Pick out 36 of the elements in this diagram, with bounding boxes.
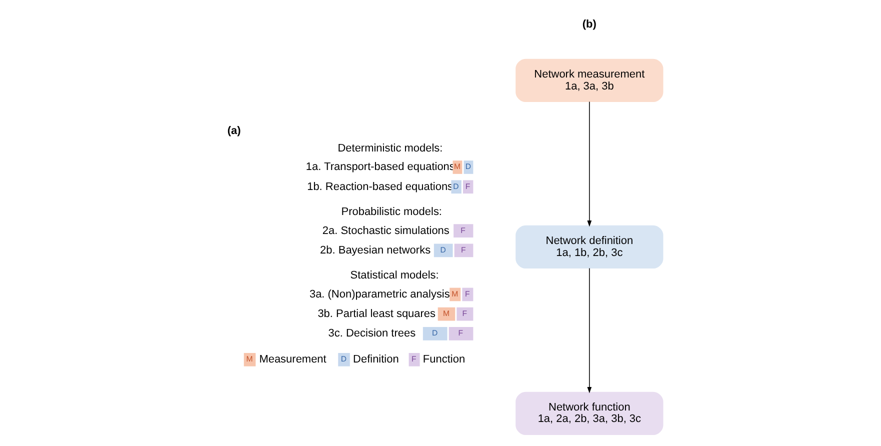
label: D	[340, 354, 346, 364]
label: M	[246, 354, 252, 364]
label: (a)	[226, 125, 240, 138]
node-box: Network function 1a, 2a, 2b, 3a, 3b, 3c	[515, 392, 663, 436]
label: D	[440, 245, 446, 254]
label: F	[462, 309, 466, 318]
label: 3b. Partial least squares	[317, 308, 436, 320]
arrow	[586, 101, 592, 227]
label: 1a. Transport-based equations	[305, 161, 454, 174]
legend-label: Function	[422, 354, 465, 366]
label: Statistical models:	[350, 270, 438, 282]
label: M	[442, 309, 450, 318]
label: D	[452, 182, 458, 191]
label: M	[453, 162, 460, 172]
node-box: Network definition 1a, 1b, 2b, 3c	[515, 225, 663, 269]
label: 3c. Decision trees	[328, 328, 416, 340]
label: 2a. Stochastic simulations	[322, 224, 449, 237]
label: F	[460, 245, 466, 254]
node-box: Network measurement 1a, 3a, 3b	[515, 58, 663, 102]
label: Probabilistic models:	[340, 206, 442, 218]
label: F	[411, 354, 416, 364]
label: (b)	[582, 18, 596, 31]
label: 2b. Bayesian networks	[320, 244, 430, 256]
legend-label: Definition	[352, 354, 398, 366]
label: M	[451, 289, 458, 298]
label: F	[458, 328, 463, 338]
label: D	[431, 328, 438, 338]
label: F	[464, 182, 470, 191]
arrow	[586, 268, 592, 394]
label: Deterministic models:	[337, 142, 442, 154]
label: 1b. Reaction-based equations	[306, 180, 453, 193]
label: D	[464, 162, 471, 172]
label: F	[464, 289, 470, 298]
label: 3a. (Non)parametric analysis	[308, 288, 450, 300]
label: F	[460, 226, 465, 235]
legend-label: Measurement	[258, 354, 326, 366]
